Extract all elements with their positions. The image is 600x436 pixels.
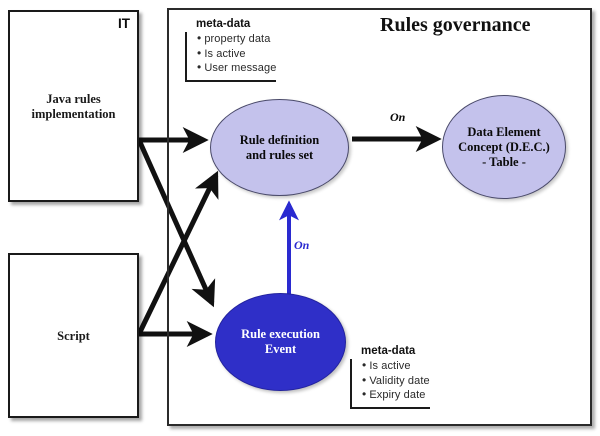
node-rule-execution-line1: Rule execution <box>241 327 320 341</box>
java-rules-label-line2: implementation <box>31 107 116 121</box>
meta-data-bracket: Is active Validity date Expiry date <box>350 359 430 409</box>
script-label: Script <box>57 329 90 343</box>
node-rule-definition-line2: and rules set <box>245 147 314 162</box>
meta-data-title: meta-data <box>196 18 251 30</box>
meta-data-item: Is active <box>362 359 430 374</box>
java-rules-label-line1: Java rules <box>46 92 101 106</box>
meta-data-item: Validity date <box>362 374 430 389</box>
arrow-java-to-rule-execution <box>136 138 216 308</box>
rules-governance-frame <box>167 8 592 426</box>
meta-data-item: Is active <box>197 47 276 62</box>
arrow-script-to-rule-definition <box>136 170 219 336</box>
node-rule-execution-line2: Event <box>264 342 297 356</box>
meta-data-bracket: property data Is active User message <box>185 32 277 82</box>
page-title: Rules governance <box>380 14 531 36</box>
node-rule-definition-line1: Rule definition <box>239 132 320 147</box>
node-dec-line2: Concept (D.E.C.) <box>458 139 550 154</box>
edge-label-on-event-to-definition: On <box>294 238 310 252</box>
java-rules-box: IT Java rules implementation <box>8 10 139 202</box>
meta-data-item: Expiry date <box>362 388 430 403</box>
node-dec-line3: - Table - <box>482 154 526 169</box>
node-dec-line1: Data Element <box>467 124 541 139</box>
meta-data-item: property data <box>197 32 276 47</box>
node-rule-execution-event: Rule execution Event <box>215 293 346 391</box>
meta-data-rule-execution: meta-data Is active Validity date Expiry… <box>350 345 430 409</box>
node-data-element-concept: Data Element Concept (D.E.C.) - Table - <box>442 95 566 199</box>
it-boundary-label: IT <box>118 16 130 31</box>
meta-data-rule-definition: meta-data property data Is active User m… <box>185 18 277 82</box>
edge-label-on-definition-to-dec: On <box>390 110 406 124</box>
meta-data-list: Is active Validity date Expiry date <box>359 359 430 403</box>
node-rule-definition: Rule definition and rules set <box>210 99 349 196</box>
script-box: Script <box>8 253 139 418</box>
meta-data-item: User message <box>197 61 276 76</box>
meta-data-list: property data Is active User message <box>194 32 276 76</box>
meta-data-title: meta-data <box>361 345 416 357</box>
